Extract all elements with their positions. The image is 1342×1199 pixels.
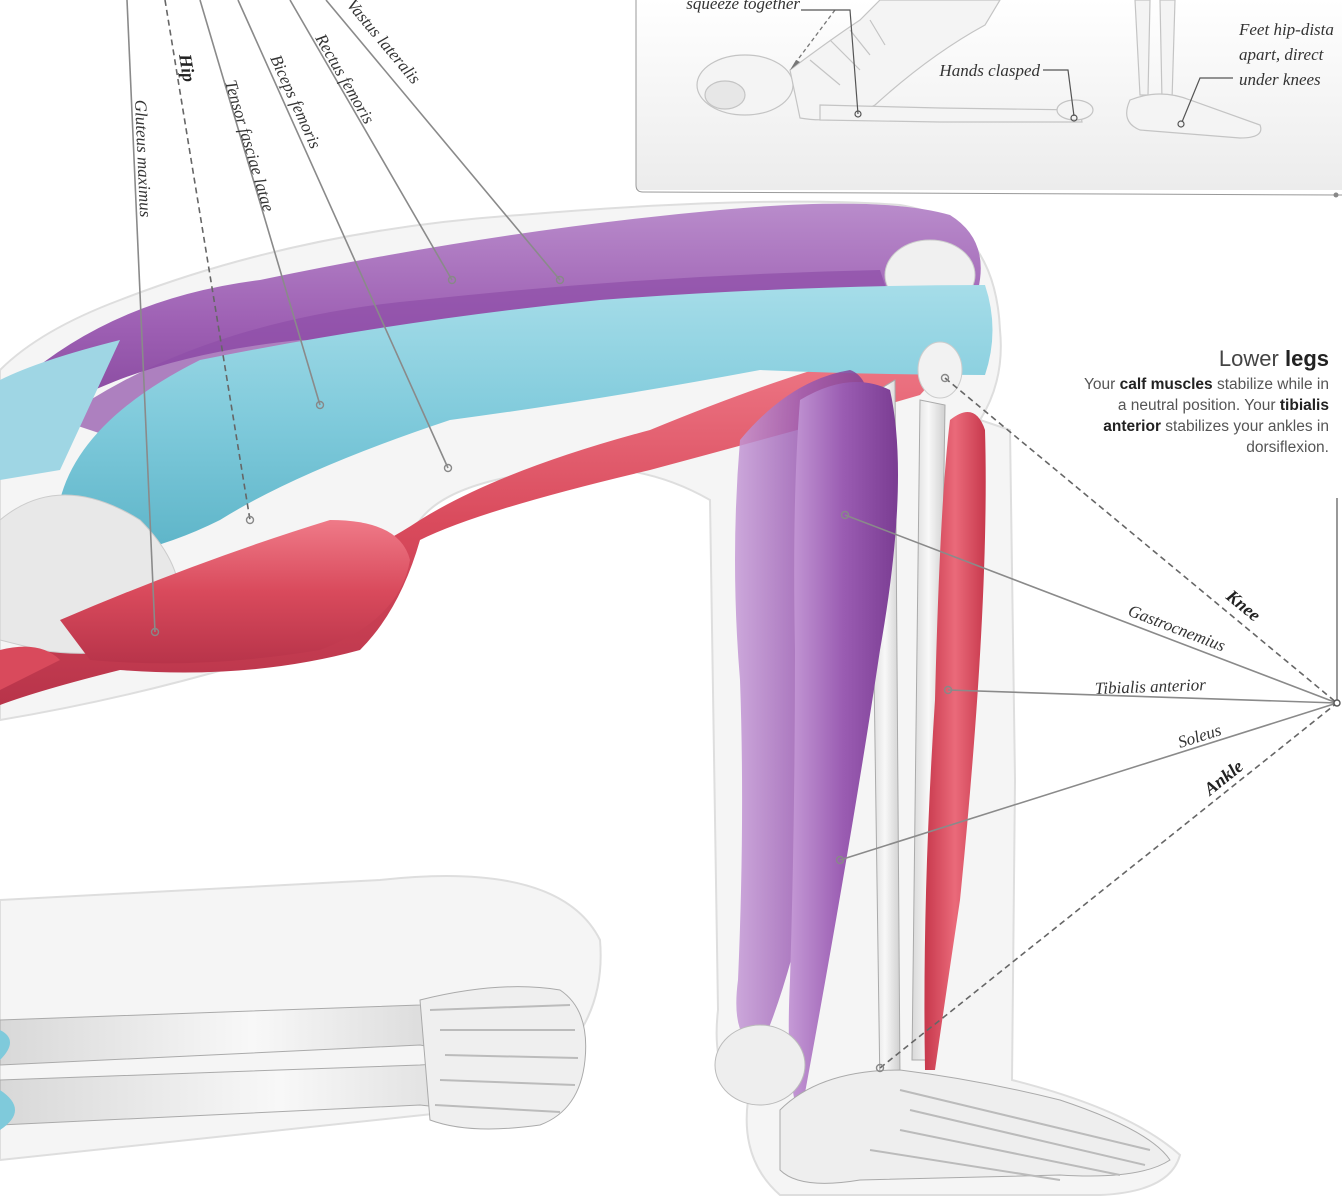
thigh-labels: Gluteus maximus Hip Tensor fasciae latae… — [131, 0, 425, 218]
lower-legs-bold-calf: calf muscles — [1120, 376, 1213, 393]
inset-panel: squeeze together Hands clasped Feet hip-… — [636, 0, 1342, 198]
lower-legs-text-1: Your — [1084, 376, 1120, 393]
lower-legs-title-bold: legs — [1285, 346, 1329, 371]
heel-bone — [715, 1025, 805, 1105]
label-biceps-femoris: Biceps femoris — [266, 52, 325, 152]
inset-label-squeeze: squeeze together — [686, 0, 800, 13]
label-hip: Hip — [175, 51, 199, 83]
label-knee: Knee — [1222, 585, 1265, 625]
lower-legs-text-3: stabilizes your ankles in dorsiflexion. — [1161, 418, 1329, 456]
inset-label-feet-2: apart, direct — [1239, 45, 1325, 64]
lower-leg-labels: Gastrocnemius Tibialis anterior Soleus K… — [1094, 585, 1264, 800]
inset-label-hands: Hands clasped — [938, 61, 1040, 80]
label-tensor-fasciae-latae: Tensor fasciae latae — [221, 78, 278, 215]
label-vastus-lateralis: Vastus lateralis — [343, 0, 425, 88]
label-tibialis-anterior: Tibialis anterior — [1094, 675, 1206, 698]
label-ankle: Ankle — [1199, 756, 1247, 800]
lower-legs-title: Lower legs — [1080, 344, 1329, 374]
lower-legs-body: Your calf muscles stabilize while in a n… — [1080, 374, 1329, 458]
inset-label-feet-3: under knees — [1239, 70, 1321, 89]
lower-legs-title-plain: Lower — [1219, 346, 1285, 371]
label-gluteus-maximus: Gluteus maximus — [131, 99, 155, 218]
lower-legs-callout: Lower legs Your calf muscles stabilize w… — [1080, 344, 1329, 458]
inset-corner-dot — [1334, 193, 1339, 198]
inset-label-feet-1: Feet hip-dista — [1238, 20, 1334, 39]
label-rectus-femoris: Rectus femoris — [311, 30, 378, 128]
